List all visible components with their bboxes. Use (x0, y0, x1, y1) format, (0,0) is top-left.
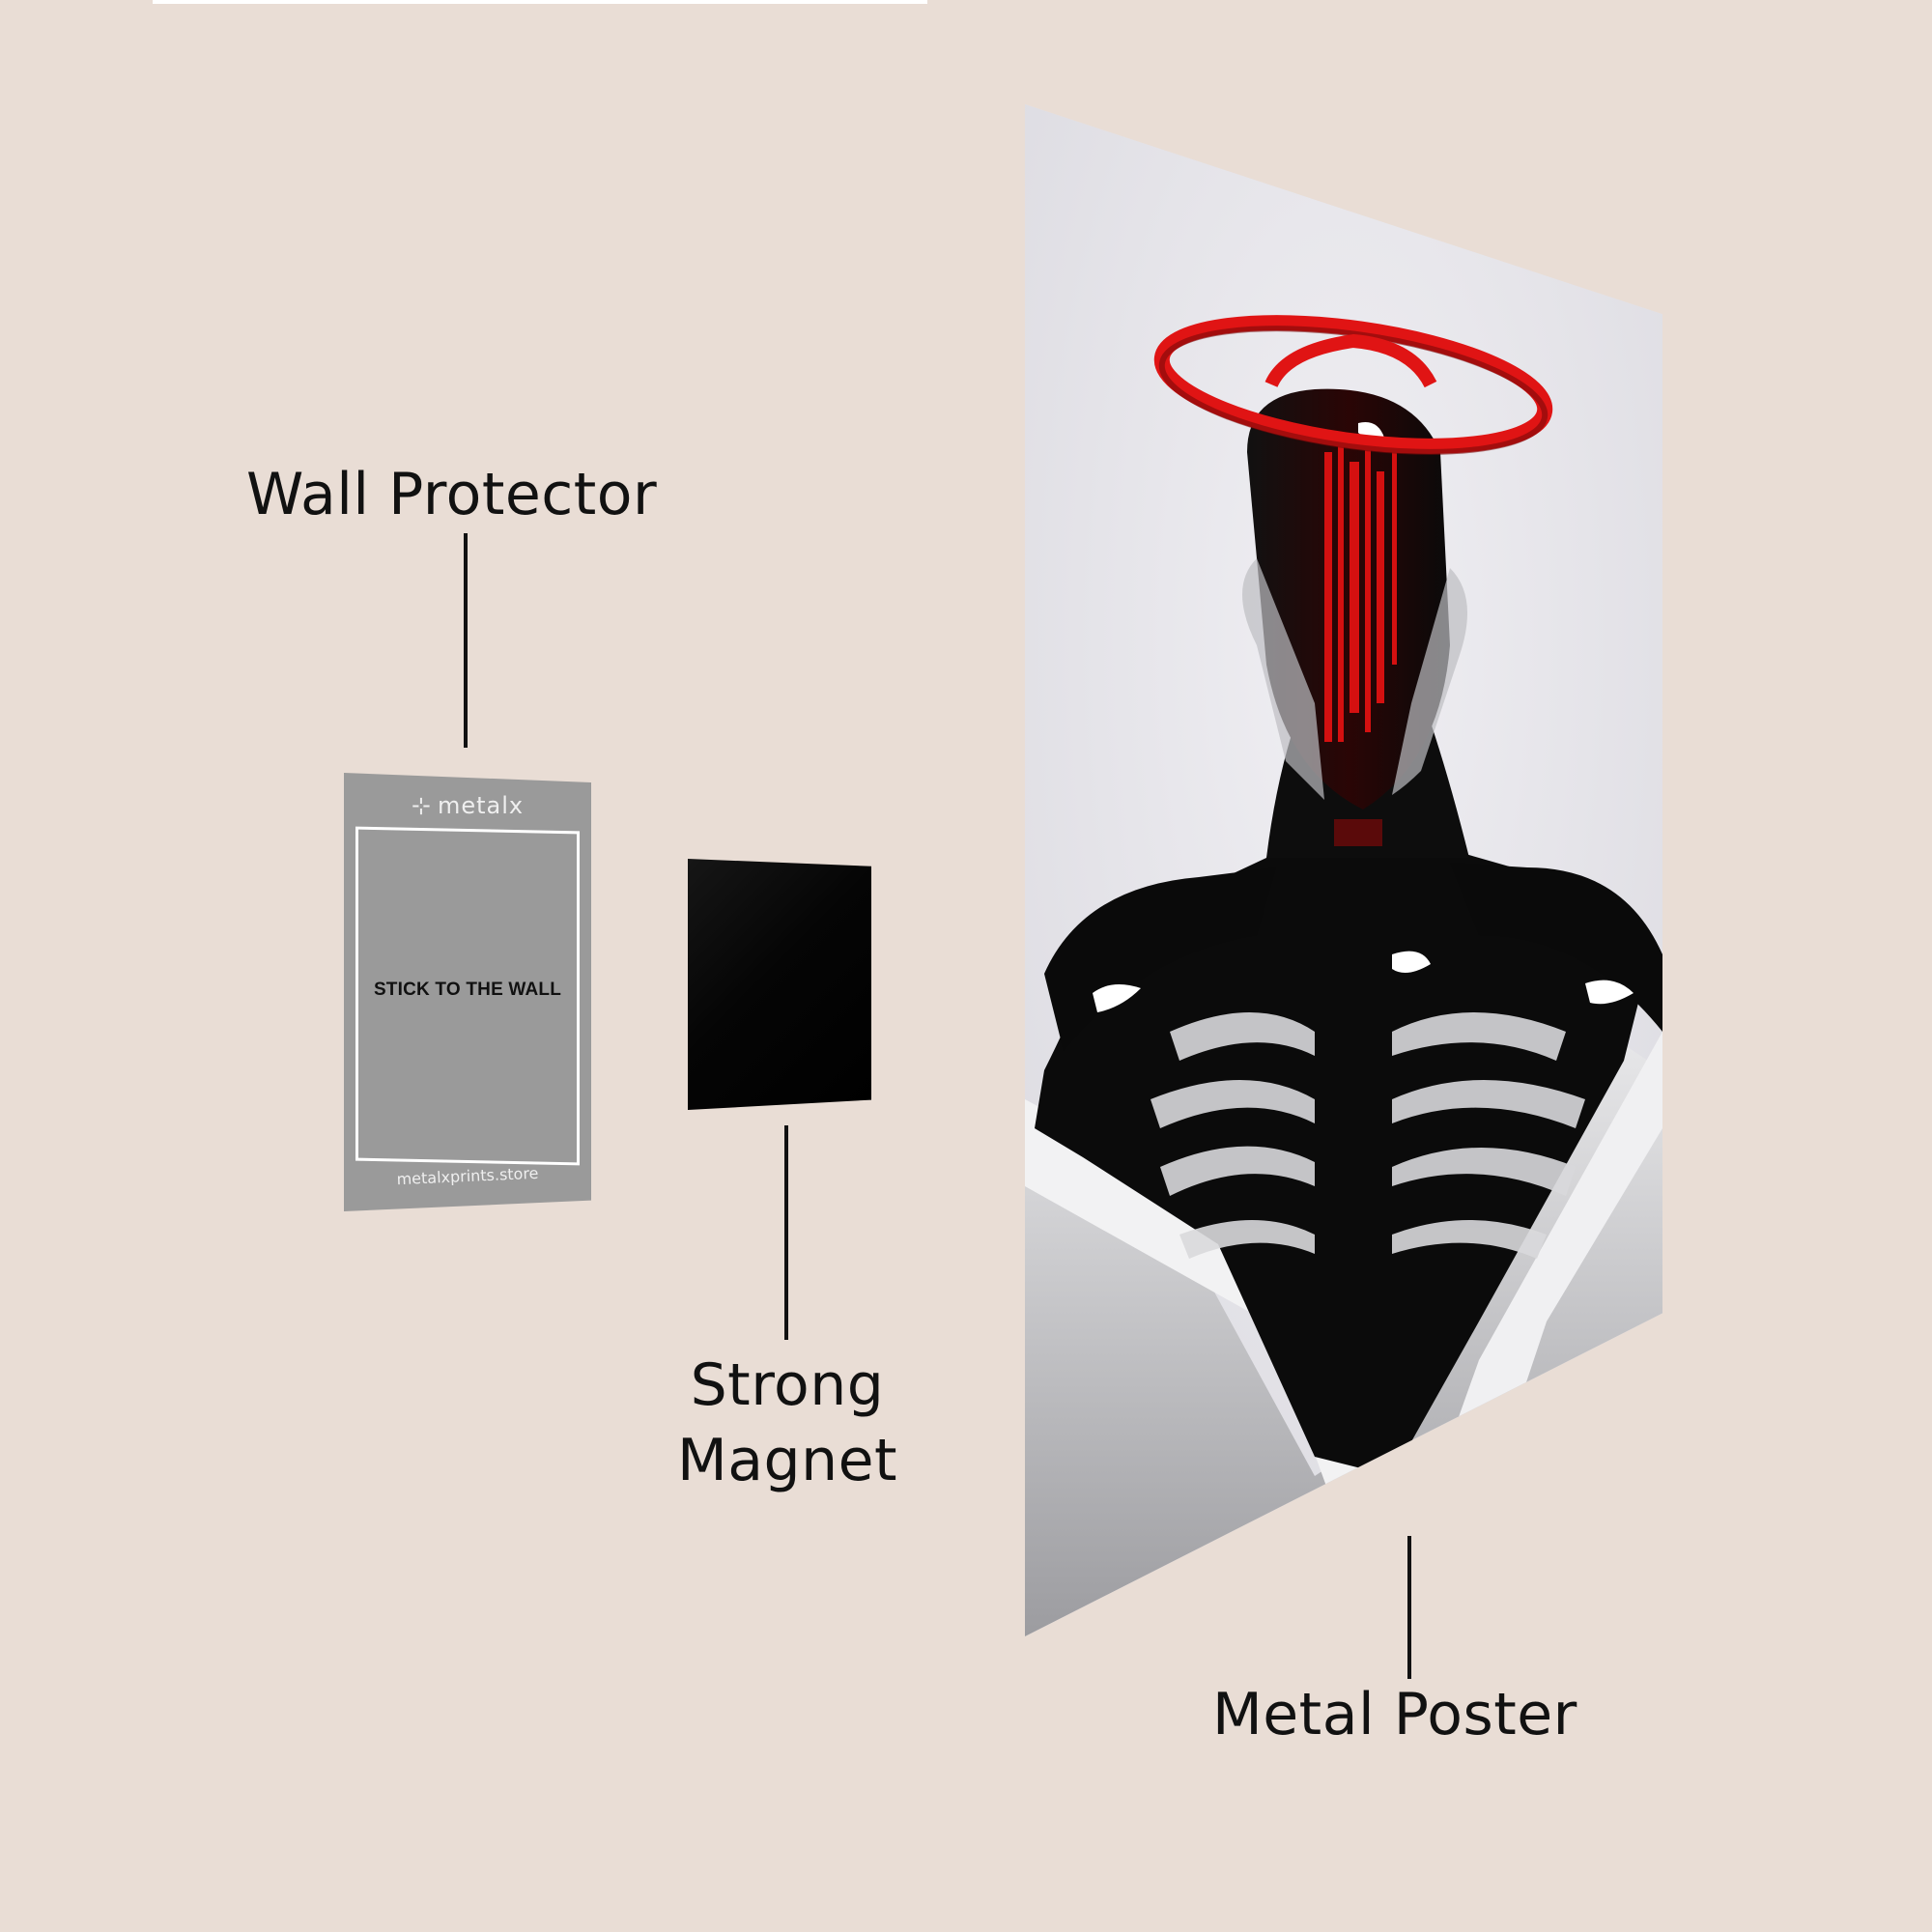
metalx-logo-icon: ⊹ (411, 792, 432, 819)
wall-protector-callout-line (464, 533, 468, 748)
metal-poster (1025, 104, 1662, 1636)
stick-to-wall-text: STICK TO THE WALL (373, 980, 562, 1000)
strong-magnet-plate (688, 859, 871, 1110)
metal-poster-callout-line (1407, 1536, 1411, 1679)
strong-magnet-label-line2: Magnet (676, 1427, 898, 1494)
metal-poster-label: Metal Poster (1212, 1681, 1577, 1748)
strong-magnet-label-line1: Strong (690, 1351, 885, 1419)
wall-protector-label: Wall Protector (246, 461, 658, 528)
website-text: metalxprints.store (396, 1163, 539, 1189)
wall-protector-panel: ⊹metalx STICK TO THE WALL metalxprints.s… (344, 773, 591, 1211)
metalx-brand-name: metalx (437, 792, 525, 819)
metalx-logo: ⊹metalx (344, 792, 591, 819)
strong-magnet-label: Strong Magnet (657, 1348, 918, 1498)
poster-artwork (1025, 104, 1662, 1636)
top-white-strip (153, 0, 927, 4)
strong-magnet-callout-line (784, 1125, 788, 1340)
